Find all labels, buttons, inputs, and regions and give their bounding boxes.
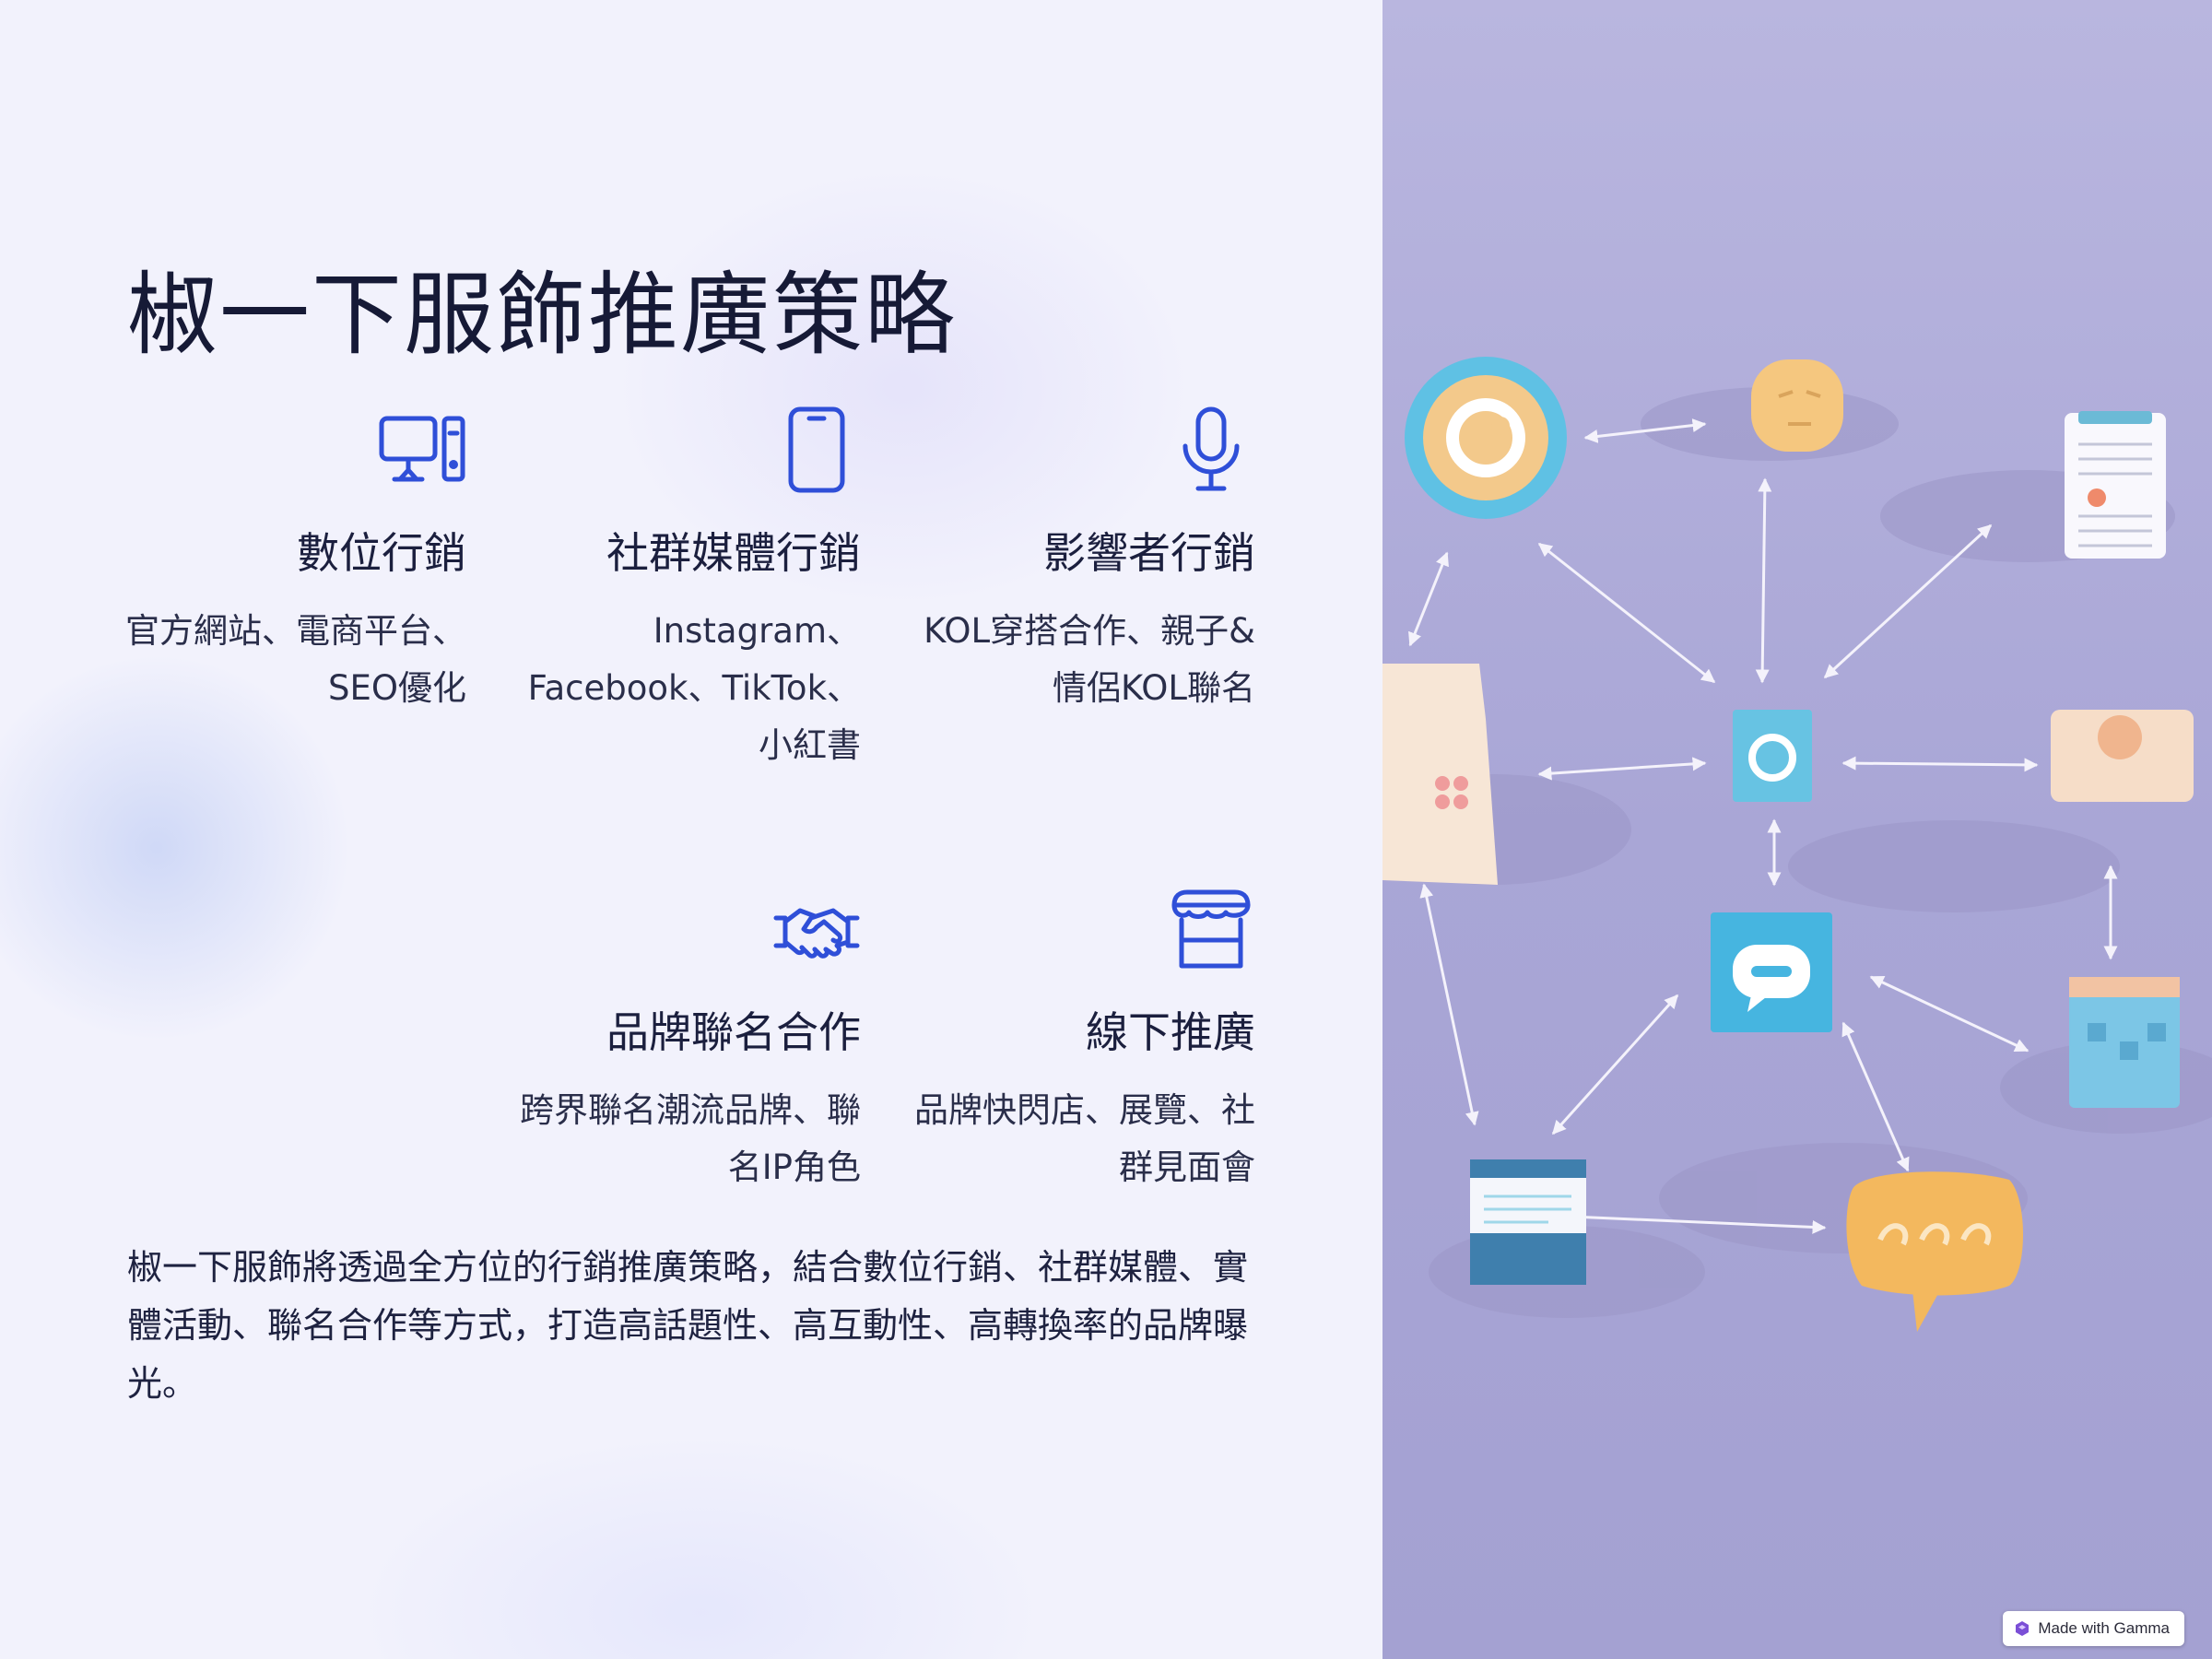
smartphone-icon (772, 406, 861, 494)
document-node (2065, 411, 2166, 559)
strategy-card-digital-marketing: 數位行銷 官方網站、電商平台、SEO優化 (116, 406, 466, 717)
puzzle-node (2051, 710, 2194, 802)
handshake-icon (772, 885, 861, 973)
made-with-gamma-badge[interactable]: Made with Gamma (2003, 1611, 2184, 1646)
strategy-card-offline-promotion: 線下推廣 品牌快閃店、展覽、社群見面會 (905, 885, 1255, 1196)
slide-content: 椒一下服飾推廣策略 數位行銷 官方網站、電商平台、SEO優化 社群媒體行銷 In… (0, 0, 1382, 1659)
card-description: 官方網站、電商平台、SEO優化 (125, 611, 466, 708)
face-node (1751, 359, 1843, 452)
card-description: Instagram、Facebook、TikTok、小紅書 (527, 611, 861, 765)
strategy-card-brand-collaboration: 品牌聯名合作 跨界聯名潮流品牌、聯名IP角色 (511, 885, 861, 1196)
card-title: 數位行銷 (297, 528, 466, 578)
badge-label: Made with Gamma (2038, 1619, 2170, 1637)
marketing-network-illustration (1382, 0, 2212, 1659)
strategy-card-social-media: 社群媒體行銷 Instagram、Facebook、TikTok、小紅書 (511, 406, 861, 774)
illustration-panel: Made with Gamma (1382, 0, 2212, 1659)
card-title: 影響者行銷 (1043, 528, 1255, 578)
card-title: 社群媒體行銷 (606, 528, 861, 578)
page-title: 椒一下服飾推廣策略 (127, 263, 958, 368)
card-description: 品牌快閃店、展覽、社群見面會 (914, 1090, 1255, 1187)
microphone-icon (1167, 406, 1255, 494)
gamma-logo-icon (2016, 1621, 2030, 1636)
strategy-card-influencer: 影響者行銷 KOL穿搭合作、親子&情侶KOL聯名 (905, 406, 1255, 717)
webpage-node (1470, 1159, 1586, 1285)
pattern-node (2069, 977, 2180, 1108)
storefront-icon (1167, 885, 1255, 973)
logo-node (1405, 357, 1567, 519)
card-title: 品牌聯名合作 (606, 1007, 861, 1057)
desktop-computer-icon (378, 406, 466, 494)
fabric-node-left (1382, 664, 1498, 885)
card-title: 線下推廣 (1086, 1007, 1255, 1057)
card-description: 跨界聯名潮流品牌、聯名IP角色 (520, 1090, 861, 1187)
speech-bubble-node (1846, 1171, 2023, 1332)
center-node (1733, 710, 1812, 802)
summary-paragraph: 椒一下服飾將透過全方位的行銷推廣策略，結合數位行銷、社群媒體、實體活動、聯名合作… (127, 1247, 1249, 1404)
card-description: KOL穿搭合作、親子&情侶KOL聯名 (924, 611, 1255, 708)
chat-node (1711, 912, 1832, 1032)
